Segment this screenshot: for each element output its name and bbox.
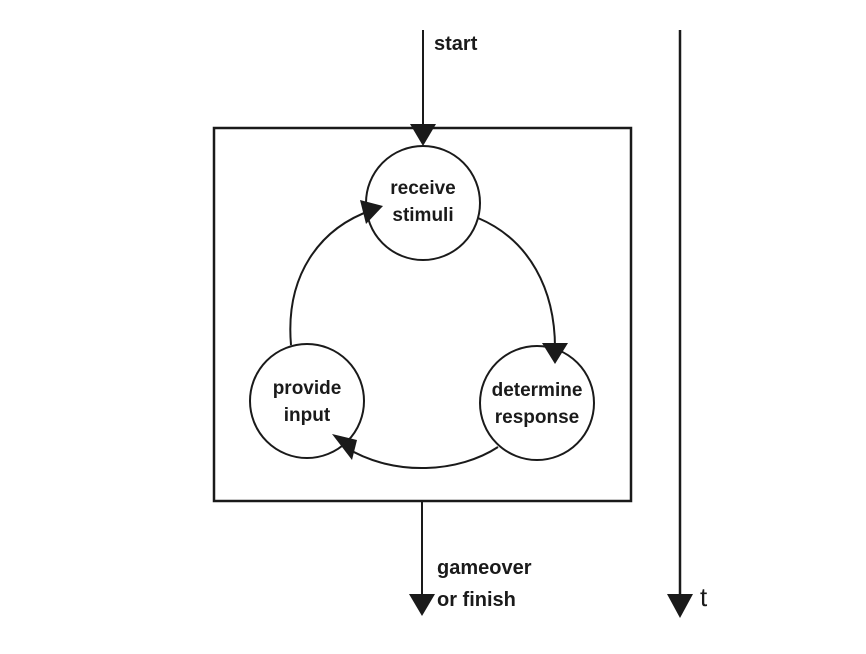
node-receive-stimuli: receive stimuli: [365, 145, 481, 261]
node-determine-line1: determine: [492, 380, 583, 401]
end-label-line1: gameover: [437, 557, 532, 579]
start-label: start: [434, 33, 478, 55]
arrowhead-to-determine: [542, 343, 568, 364]
start-arrowhead: [410, 124, 436, 146]
node-provide-line1: provide: [273, 378, 342, 399]
loop-arc-provide-to-receive: [289, 209, 373, 346]
node-provide-line2: input: [284, 405, 331, 426]
node-determine-response: determine response: [479, 345, 595, 461]
end-label-line2: or finish: [437, 589, 516, 611]
end-arrowhead: [409, 594, 435, 616]
loop-arc-determine-to-provide: [344, 446, 499, 469]
time-axis-arrowhead: [667, 594, 693, 618]
time-axis-label: t: [700, 582, 708, 612]
node-receive-line2: stimuli: [392, 205, 453, 226]
node-determine-line2: response: [495, 407, 579, 428]
loop-arc-receive-to-determine: [477, 217, 556, 349]
arrowhead-to-receive: [360, 200, 383, 224]
node-provide-input: provide input: [249, 343, 365, 459]
node-receive-line1: receive: [390, 178, 456, 199]
arrowhead-to-provide: [332, 434, 357, 460]
